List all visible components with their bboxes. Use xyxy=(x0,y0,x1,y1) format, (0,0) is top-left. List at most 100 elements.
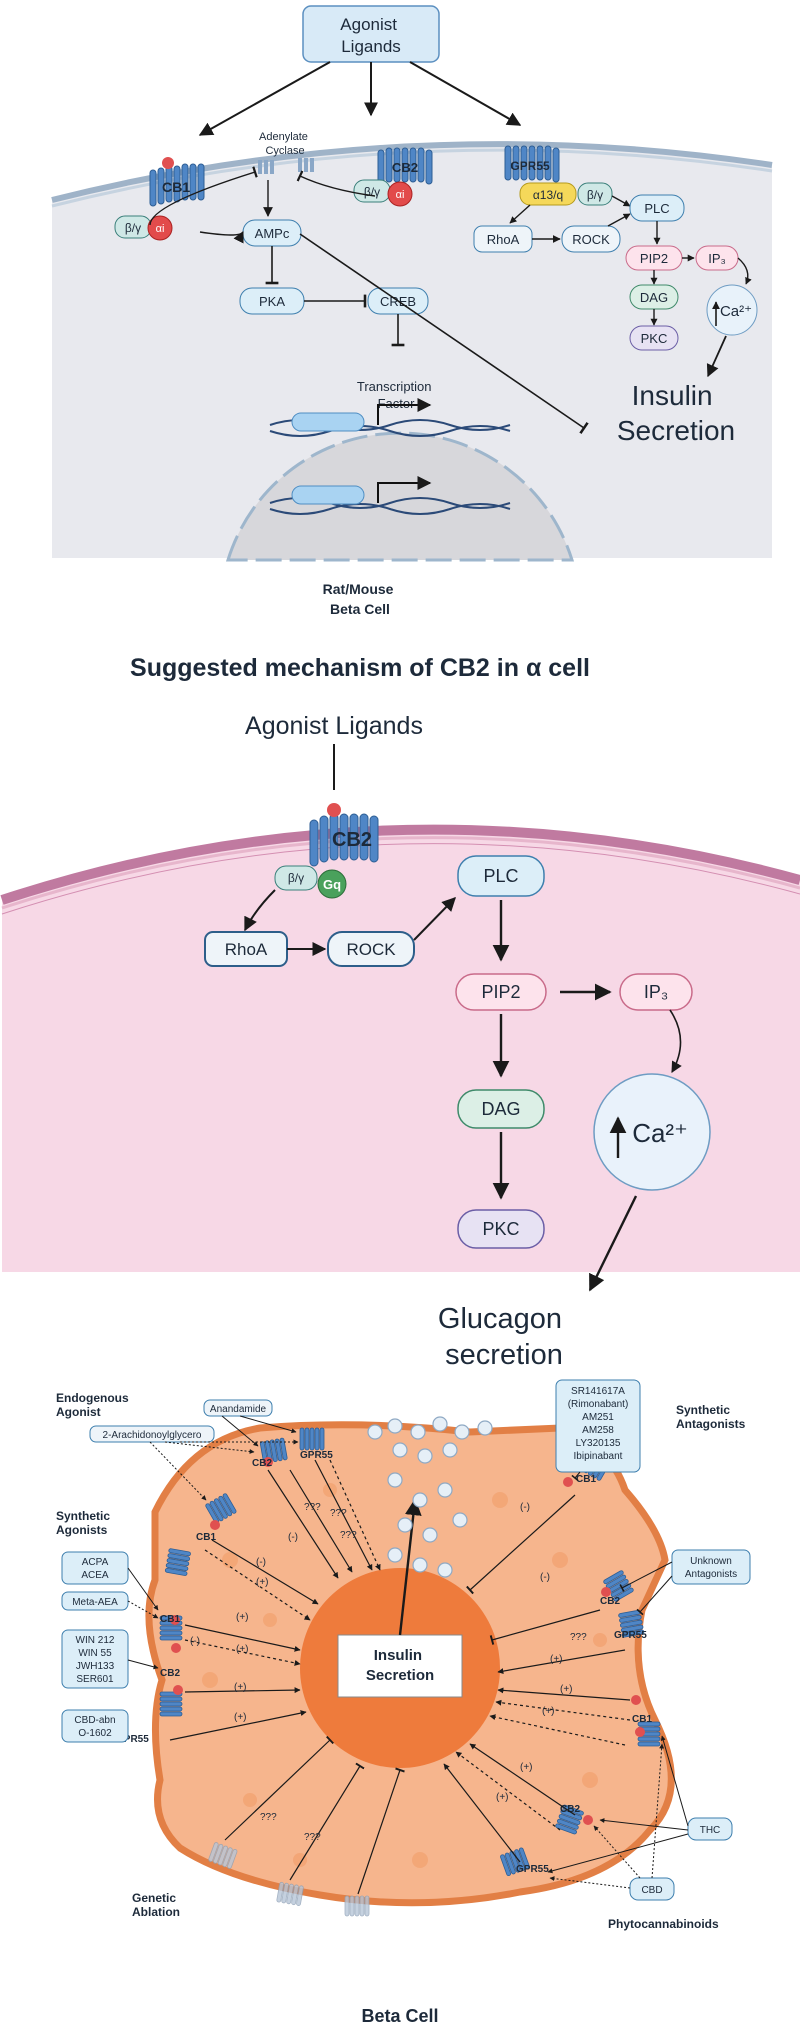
svg-text:PKC: PKC xyxy=(482,1219,519,1239)
svg-text:(+): (+) xyxy=(234,1712,247,1723)
gpr55-label-bottom: GPR55 xyxy=(516,1864,549,1875)
glucagon-secretion-label: Glucagon secretion xyxy=(438,1303,570,1371)
insulin-secretion-box-label: Insulin Secretion xyxy=(366,1647,434,1684)
signal-arrows xyxy=(169,1459,631,1895)
cb2-label: CB2 xyxy=(392,160,418,175)
svg-text:β/γ: β/γ xyxy=(125,221,141,235)
gpr55-label-top: GPR55 xyxy=(300,1450,333,1461)
cb1-label: CB1 xyxy=(162,179,190,195)
cb2-label-top: CB2 xyxy=(252,1458,272,1469)
cb2-label-lower-right: CB2 xyxy=(560,1804,580,1815)
svg-text:(-): (-) xyxy=(520,1502,530,1513)
insulin-secretion-label: Insulin Secretion xyxy=(617,380,735,446)
svg-text:DAG: DAG xyxy=(481,1099,520,1119)
svg-text:Ca²⁺: Ca²⁺ xyxy=(720,303,752,320)
panel-beta-cell-pharmacology: Insulin Secretion xyxy=(56,1379,751,2026)
cb1-label-right: CB1 xyxy=(576,1474,596,1485)
svg-text:(+): (+) xyxy=(236,1644,249,1655)
arachidonoylglycerol-box xyxy=(89,1425,215,1443)
svg-text:αi: αi xyxy=(156,223,165,235)
rock-node xyxy=(561,225,621,253)
cb1-label-left: CB1 xyxy=(160,1614,180,1625)
alpha-i-subunit xyxy=(147,215,173,241)
gpr55-label: GPR55 xyxy=(510,159,550,173)
ablated-receptors xyxy=(208,1842,370,1917)
calcium-node-alpha xyxy=(593,1073,711,1191)
svg-text:???: ??? xyxy=(570,1632,587,1643)
svg-text:???: ??? xyxy=(260,1812,277,1823)
svg-text:(-): (-) xyxy=(540,1572,550,1583)
ligand-dot xyxy=(162,157,174,169)
dna-strand-1 xyxy=(269,398,511,437)
cb1-receptor: CB1 xyxy=(149,157,205,207)
effect-labels: (-) (+) (-) ??? ??? ??? (-) (-) ??? (+) … xyxy=(190,1502,587,1843)
svg-text:PKC: PKC xyxy=(641,331,668,346)
anandamide-box xyxy=(203,1399,273,1417)
unknown-antagonists-box xyxy=(671,1549,751,1585)
svg-text:PLC: PLC xyxy=(644,201,669,216)
svg-text:(+): (+) xyxy=(560,1684,573,1695)
svg-text:Anandamide: Anandamide xyxy=(210,1404,267,1415)
panel1-caption: Rat/Mouse Beta Cell xyxy=(323,581,398,617)
svg-text:(+): (+) xyxy=(234,1682,247,1693)
svg-text:IP₃: IP₃ xyxy=(644,982,668,1002)
svg-text:RhoA: RhoA xyxy=(225,940,268,959)
cbd-abn-box xyxy=(61,1709,129,1743)
svg-text:(-): (-) xyxy=(288,1532,298,1543)
calcium-node xyxy=(706,284,758,336)
svg-text:???: ??? xyxy=(340,1530,357,1541)
svg-text:β/γ: β/γ xyxy=(364,185,380,199)
agonist-ligands-label: Agonist Ligands xyxy=(340,15,401,56)
svg-text:(+): (+) xyxy=(496,1792,509,1803)
antagonists-box xyxy=(555,1379,641,1473)
panel-beta-cell-mechanism: Agonist Ligands CB1 β/γ αi Adeny xyxy=(51,5,773,617)
svg-text:PLC: PLC xyxy=(483,866,518,886)
panel2-title: Suggested mechanism of CB2 in α cell xyxy=(130,654,590,682)
adenylate-cyclase xyxy=(258,158,314,174)
svg-text:???: ??? xyxy=(304,1832,321,1843)
svg-text:PKA: PKA xyxy=(259,294,285,309)
pkc-node-alpha xyxy=(457,1209,545,1249)
insulin-secretion-box xyxy=(337,1634,463,1698)
dna-strand-2 xyxy=(269,476,511,515)
cb1-label-top: CB1 xyxy=(196,1532,216,1543)
svg-text:RhoA: RhoA xyxy=(487,232,520,247)
transcription-factor-label: Transcription Factor xyxy=(357,379,435,411)
svg-text:β/γ: β/γ xyxy=(587,188,603,202)
thc-box xyxy=(687,1817,733,1841)
endogenous-agonist-label: Endogenous Agonist xyxy=(56,1391,132,1419)
gpr55-receptor: GPR55 xyxy=(504,145,560,183)
svg-text:α13/q: α13/q xyxy=(533,188,563,202)
insulin-vesicles xyxy=(367,1416,493,1578)
svg-text:ROCK: ROCK xyxy=(572,232,610,247)
plc-node-alpha xyxy=(457,855,545,897)
alpha-cell-membrane xyxy=(0,824,800,905)
svg-text:(+): (+) xyxy=(256,1577,269,1588)
gpr55-label-left: GPR55 xyxy=(116,1734,149,1745)
adenylate-cyclase-label: Adenylate Cyclase xyxy=(259,131,311,157)
svg-text:(+): (+) xyxy=(520,1762,533,1773)
svg-text:PIP2: PIP2 xyxy=(640,251,668,266)
svg-text:(-): (-) xyxy=(256,1557,266,1568)
cb2-receptor: CB2 xyxy=(377,147,433,185)
svg-text:(-): (-) xyxy=(190,1636,200,1647)
svg-text:AMPc: AMPc xyxy=(255,226,290,241)
phyto-arrows xyxy=(547,1735,689,1889)
svg-text:(+): (+) xyxy=(542,1706,555,1717)
beta-gamma-alpha xyxy=(274,865,318,891)
alpha-13q-subunit xyxy=(519,182,577,206)
svg-text:THC: THC xyxy=(700,1825,721,1836)
svg-text:2-Arachidonoylglycero: 2-Arachidonoylglycero xyxy=(103,1430,202,1441)
svg-text:PIP2: PIP2 xyxy=(481,982,520,1002)
nucleus xyxy=(225,431,575,562)
phytocannabinoids-label: Phytocannabinoids xyxy=(608,1917,719,1931)
gq-subunit xyxy=(317,869,347,899)
cb1-label-lower-right: CB1 xyxy=(632,1714,652,1725)
pkc-node xyxy=(629,325,679,351)
